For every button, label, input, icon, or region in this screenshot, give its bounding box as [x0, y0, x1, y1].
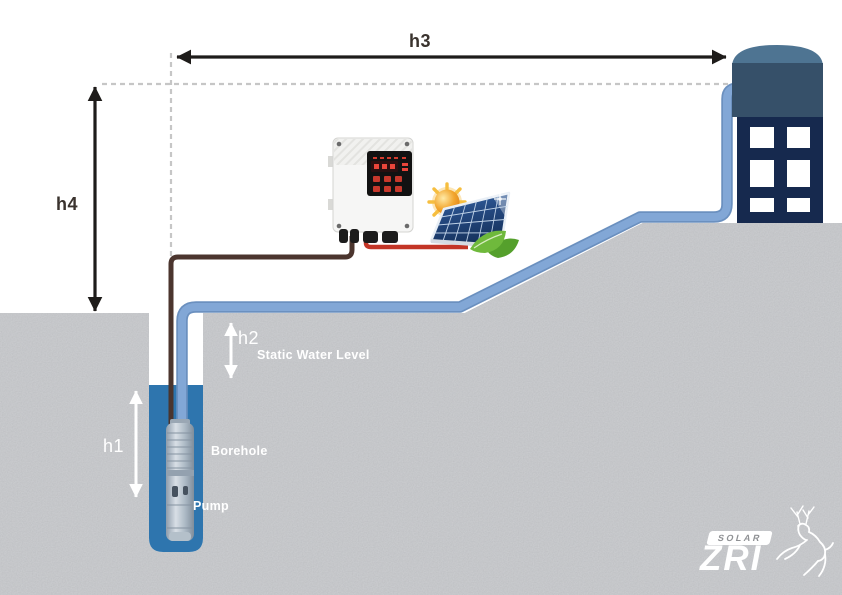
measurement-arrows-white — [129, 322, 238, 498]
tank-body — [732, 63, 823, 117]
controller-screw — [404, 223, 410, 229]
pump-label: Pump — [193, 499, 229, 513]
water-tank — [732, 45, 823, 223]
submersible-pump — [166, 419, 194, 541]
tank-stand — [737, 112, 823, 223]
controller-cable-glands — [339, 229, 398, 243]
brand-logo: SOLAR ZRI — [698, 500, 842, 595]
pv-cable — [363, 236, 468, 250]
h2-label: h2 — [238, 328, 260, 348]
h4-label: h4 — [56, 194, 79, 214]
controller-display-leds — [373, 157, 406, 159]
borehole-label: Borehole — [211, 444, 268, 458]
controller-screw — [336, 141, 342, 147]
leaping-deer-icon — [776, 505, 834, 577]
water-pipe — [176, 82, 739, 432]
pump-controller — [328, 137, 414, 243]
sparkle-icon — [494, 193, 506, 205]
controller-screw — [404, 141, 410, 147]
pump-cable — [168, 236, 355, 427]
controller-screw — [336, 223, 342, 229]
h1-label: h1 — [103, 436, 125, 456]
leaves-icon — [470, 230, 519, 258]
controller-buttons — [373, 176, 402, 192]
static-water-level-label: Static Water Level — [257, 348, 370, 362]
h3-label: h3 — [409, 31, 432, 51]
logo-brand-text: ZRI — [700, 539, 763, 578]
measurement-arrows-dark — [87, 49, 727, 312]
tank-dome — [732, 45, 823, 66]
